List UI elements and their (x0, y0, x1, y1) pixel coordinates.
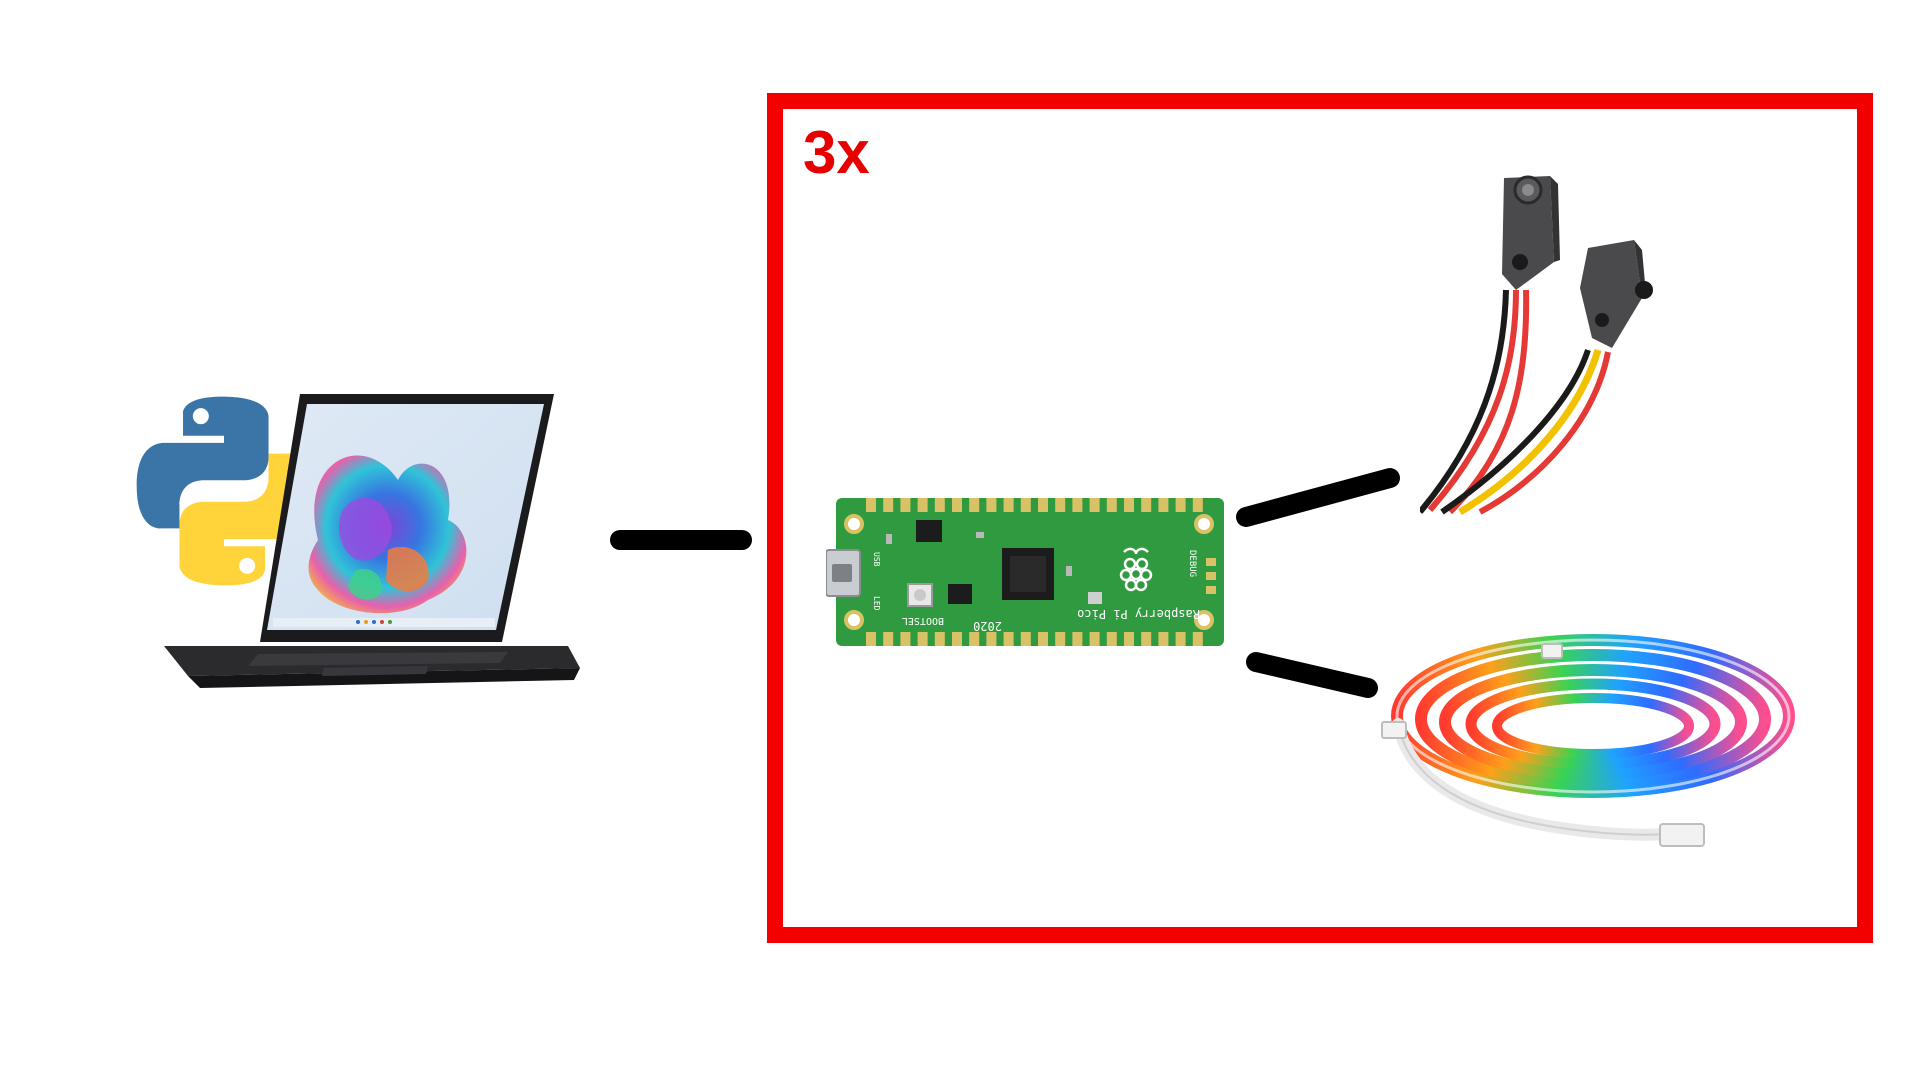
pin-pad (917, 498, 928, 512)
pico-usb-silk: USB (872, 552, 881, 567)
multiplier-label: 3x (803, 119, 870, 186)
pico-name-silk: Raspberry Pi Pico (1077, 607, 1200, 621)
pin-pad (1106, 632, 1117, 646)
pin-pad (1106, 498, 1117, 512)
pin-pad (1055, 632, 1066, 646)
pin-pad (1141, 498, 1152, 512)
pin-pad (969, 498, 980, 512)
pin-pad (1072, 632, 1083, 646)
pin-pad (917, 632, 928, 646)
pin-pad (1020, 632, 1031, 646)
led-strip-icon (1381, 634, 1795, 847)
pin-pad (900, 498, 911, 512)
laptop-icon (164, 394, 580, 688)
pin-pad (1089, 498, 1100, 512)
pin-pad (969, 632, 980, 646)
pin-pad (1038, 632, 1048, 646)
pico-led-silk: LED (872, 596, 881, 611)
pico-bootsel-silk: BOOTSEL (902, 615, 944, 626)
pin-pad (1175, 498, 1186, 512)
pin-pad (986, 498, 997, 512)
pin-pad (1020, 498, 1031, 512)
pin-pad (1124, 632, 1134, 646)
python-logo-icon (136, 396, 312, 586)
pin-pad (934, 498, 945, 512)
pin-pad (866, 632, 876, 646)
ir-sensor-icon (1420, 175, 1653, 515)
pin-pad (1192, 498, 1203, 512)
pico-debug-silk: DEBUG (1187, 550, 1197, 577)
pin-pad (900, 632, 911, 646)
pin-pad (952, 498, 962, 512)
pin-pad (883, 632, 894, 646)
pico-year-silk: 2020 (973, 619, 1002, 633)
pin-pad (986, 632, 997, 646)
pin-pad (1003, 498, 1014, 512)
raspberry-pi-pico-board: Raspberry Pi Pico 2020 BOOTSEL DEBUG USB… (826, 498, 1224, 646)
bottom-pin-row (866, 632, 1203, 646)
pin-pad (1158, 498, 1169, 512)
pin-pad (952, 632, 962, 646)
pin-pad (1089, 632, 1100, 646)
pin-pad (1072, 498, 1083, 512)
pin-pad (1124, 498, 1134, 512)
pin-pad (1055, 498, 1066, 512)
pin-pad (1141, 632, 1152, 646)
pin-pad (1038, 498, 1048, 512)
top-pin-row (866, 498, 1203, 512)
pin-pad (883, 498, 894, 512)
raspberry-logo-icon (1119, 547, 1153, 592)
repeated-unit-frame (767, 93, 1873, 943)
pin-pad (1158, 632, 1169, 646)
pin-pad (1192, 632, 1203, 646)
pin-pad (866, 498, 876, 512)
pin-pad (1003, 632, 1014, 646)
pin-pad (1175, 632, 1186, 646)
pin-pad (934, 632, 945, 646)
